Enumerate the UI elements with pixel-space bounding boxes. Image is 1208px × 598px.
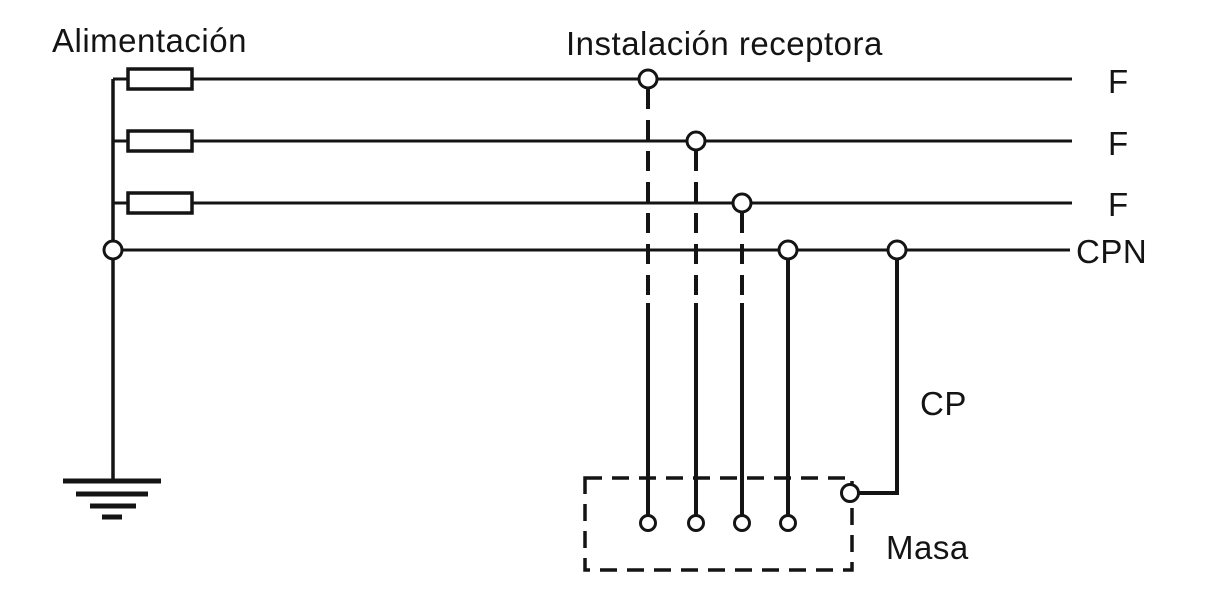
connection-nodes [102, 68, 908, 532]
load-terminal-3 [733, 514, 751, 532]
cpn-tap-node-1 [777, 239, 799, 261]
phase-2-tap-node [685, 130, 707, 152]
diagram-labels: Alimentación Instalación receptora F F F… [52, 22, 1147, 566]
source-impedance-3 [126, 191, 194, 215]
source-impedance-1 [126, 67, 194, 91]
phase-1-label: F [1108, 63, 1129, 100]
load-terminal-4 [779, 514, 797, 532]
supply-section [63, 67, 194, 520]
appliance-enclosure-box [583, 476, 854, 572]
phase-3-label: F [1108, 186, 1129, 223]
cp-conductor [858, 258, 899, 495]
cpn-tap-node-2 [886, 239, 908, 261]
cp-label: CP [920, 385, 967, 422]
distribution-conductors [120, 77, 1072, 252]
phase-2-label: F [1108, 125, 1129, 162]
load-terminal-1 [639, 514, 657, 532]
masa-terminal-node [840, 483, 860, 503]
receiving-installation-label: Instalación receptora [566, 25, 883, 62]
cpn-label: CPN [1076, 233, 1147, 270]
phase-1-tap-node [637, 68, 659, 90]
masa-label: Masa [886, 529, 969, 566]
earth-ground-icon [63, 478, 161, 520]
phase-3-tap-node [731, 192, 753, 214]
receiving-installation-drops [646, 89, 899, 516]
supply-label: Alimentación [52, 22, 247, 59]
cpn-source-node [102, 239, 124, 261]
load-terminal-2 [687, 514, 705, 532]
source-impedance-2 [126, 129, 194, 153]
